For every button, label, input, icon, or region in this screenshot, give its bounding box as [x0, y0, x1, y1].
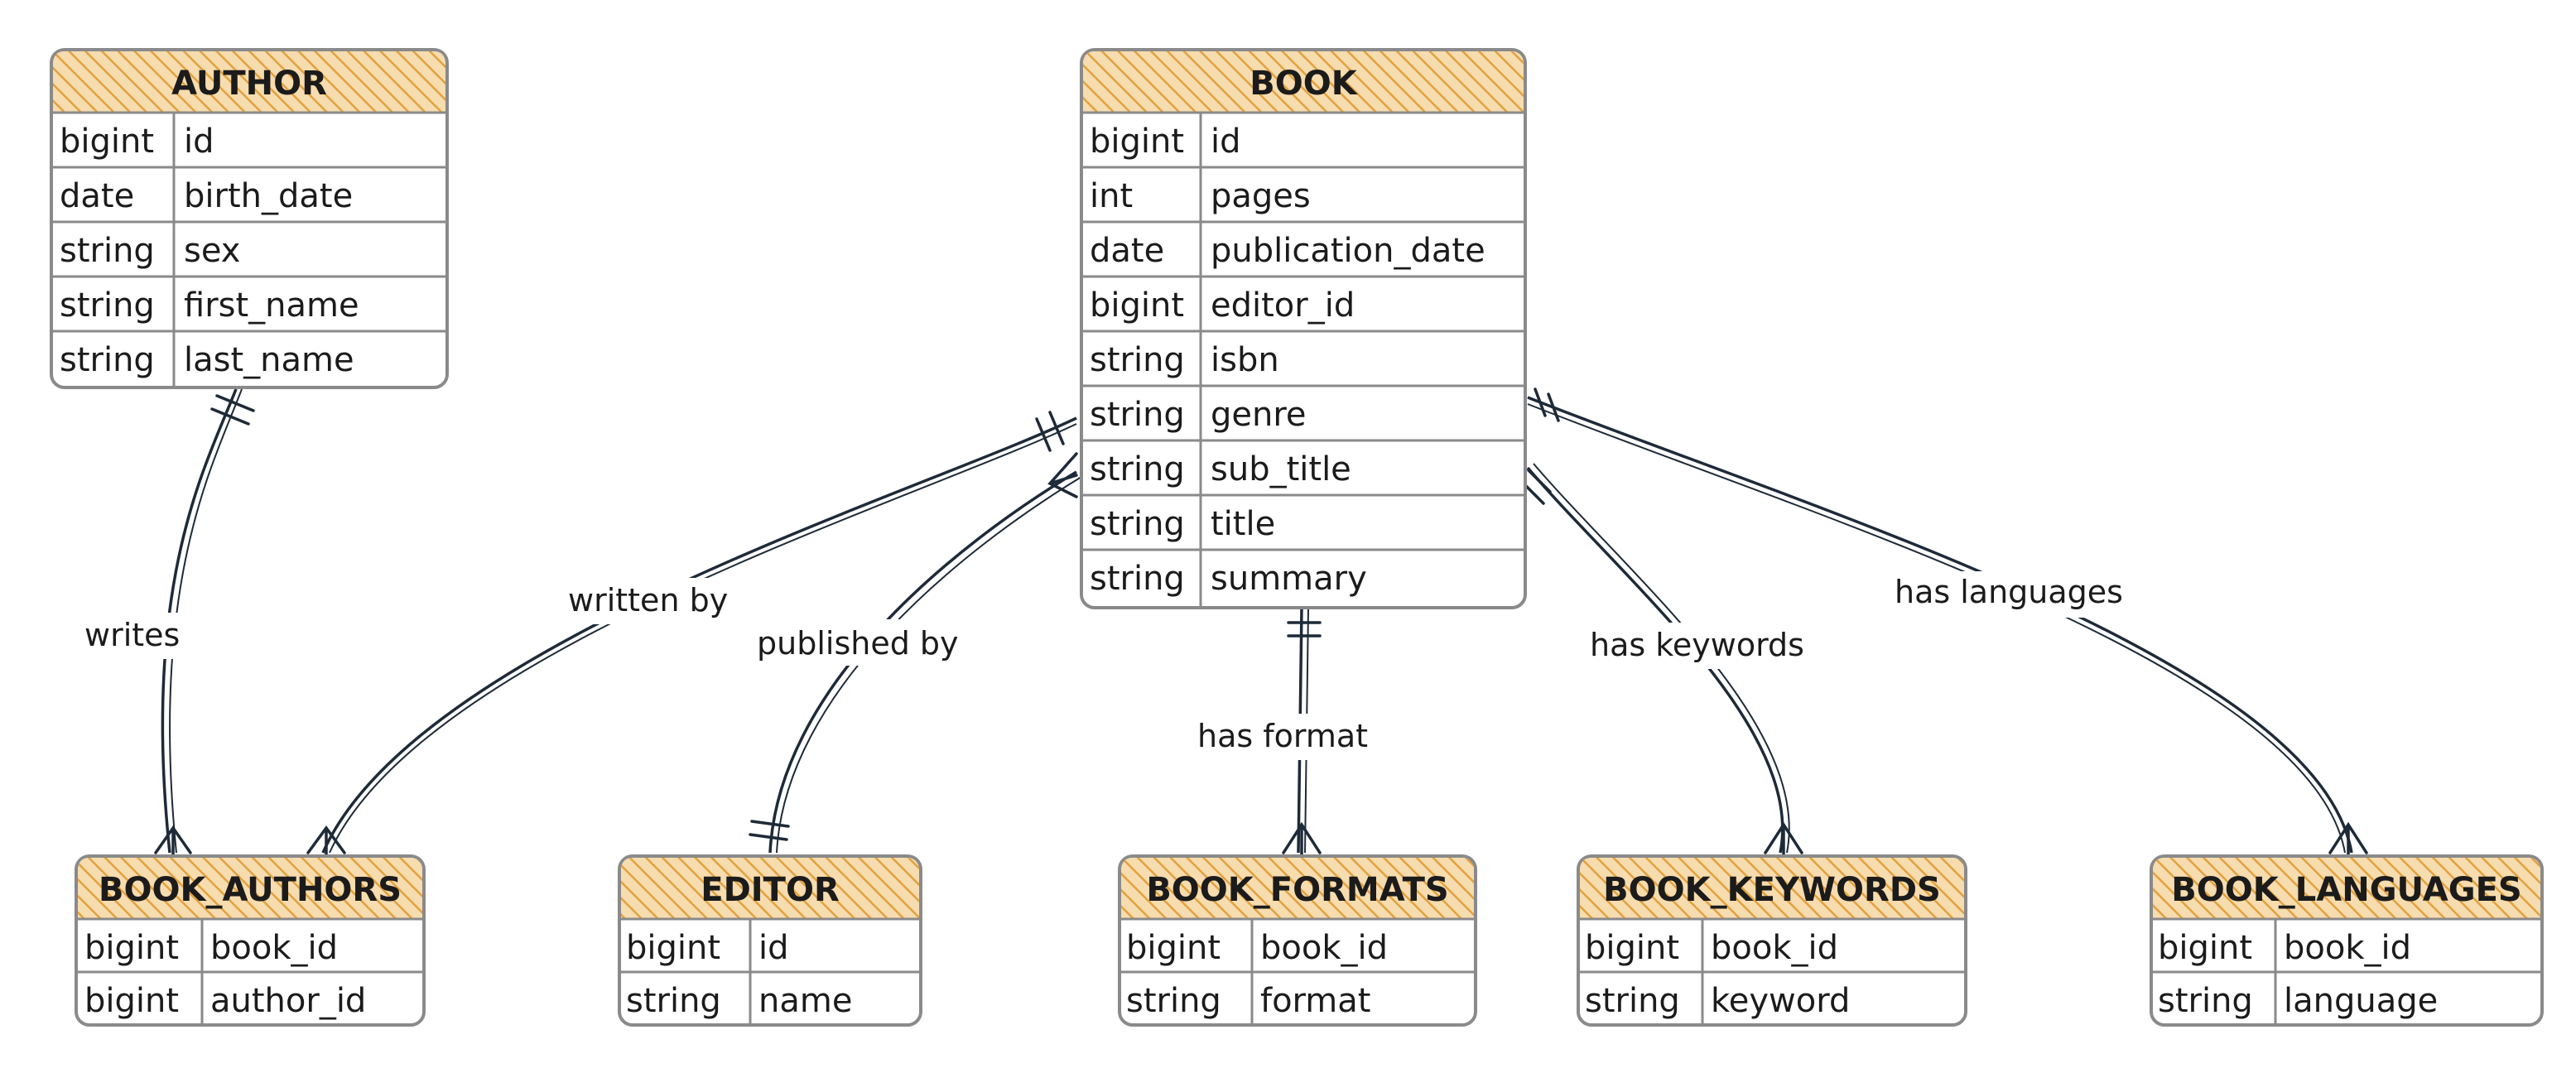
column-type: int — [1090, 177, 1133, 215]
column-name: id — [758, 929, 789, 967]
column-type: string — [60, 286, 155, 325]
column-type: bigint — [84, 929, 179, 967]
column-type: string — [1126, 982, 1221, 1020]
one-marker — [1048, 411, 1065, 445]
column-name: author_id — [210, 982, 366, 1020]
column-name: book_id — [1260, 929, 1388, 967]
one-marker — [1527, 469, 1552, 493]
column-name: pages — [1211, 177, 1311, 215]
rel-label-has-format: has format — [1197, 718, 1368, 754]
entity-book-authors[interactable]: BOOK_AUTHORS bigint book_id bigint autho… — [75, 854, 426, 1027]
relationship-labels: writes written by published by has forma… — [79, 571, 2148, 760]
entity-header — [1083, 51, 1524, 113]
column-type: bigint — [626, 929, 720, 967]
column-type: string — [1090, 450, 1185, 488]
column-type: string — [1090, 505, 1185, 543]
column-type: date — [1090, 232, 1164, 270]
column-type: bigint — [1090, 286, 1184, 325]
column-type: string — [1090, 560, 1185, 598]
column-name: id — [1211, 123, 1241, 161]
column-name: keyword — [1711, 982, 1850, 1020]
rel-label-writes: writes — [84, 617, 180, 653]
column-type: bigint — [1126, 929, 1221, 967]
entity-header — [2153, 858, 2540, 919]
entity-title: BOOK_LANGUAGES — [2171, 871, 2521, 909]
one-marker — [1534, 387, 1547, 417]
crow-foot-marker — [1764, 821, 1803, 856]
column-name: first_name — [184, 286, 359, 325]
entity-title: EDITOR — [701, 871, 840, 909]
column-type: bigint — [60, 123, 154, 161]
entity-title: BOOK_KEYWORDS — [1603, 871, 1941, 909]
entity-header — [53, 51, 445, 113]
crow-foot-marker — [2328, 821, 2368, 856]
one-marker — [210, 407, 250, 426]
entity-header — [1580, 858, 1964, 919]
entity-header — [78, 858, 422, 919]
column-name: id — [184, 123, 214, 161]
entity-author[interactable]: AUTHOR bigint id date birth_date string … — [50, 48, 449, 389]
column-name: genre — [1211, 396, 1307, 434]
entity-editor[interactable]: EDITOR bigint id string name — [618, 854, 922, 1027]
entity-header — [621, 858, 919, 919]
entity-book-languages[interactable]: BOOK_LANGUAGES bigint book_id string lan… — [2150, 854, 2544, 1027]
crow-foot-marker — [1282, 821, 1322, 856]
crow-foot-marker — [154, 825, 192, 856]
rel-label-written-by: written by — [568, 582, 728, 618]
column-name: book_id — [210, 929, 338, 967]
crow-foot-marker — [306, 825, 346, 856]
column-name: sub_title — [1211, 450, 1351, 488]
column-type: string — [626, 982, 721, 1020]
column-type: string — [1585, 982, 1680, 1020]
entity-title: BOOK — [1249, 65, 1358, 103]
column-type: bigint — [2158, 929, 2252, 967]
column-type: string — [60, 232, 155, 270]
entity-title: BOOK_AUTHORS — [99, 871, 402, 909]
entity-title: BOOK_FORMATS — [1146, 871, 1448, 909]
entity-title: AUTHOR — [171, 65, 327, 103]
column-name: summary — [1211, 560, 1367, 598]
column-name: publication_date — [1211, 232, 1485, 270]
column-name: name — [758, 982, 852, 1020]
one-marker — [750, 820, 790, 828]
entity-book-keywords[interactable]: BOOK_KEYWORDS bigint book_id string keyw… — [1577, 854, 1967, 1027]
one-marker — [749, 833, 788, 841]
column-type: bigint — [1090, 123, 1184, 161]
rel-label-has-keywords: has keywords — [1590, 627, 1804, 663]
entity-header — [1121, 858, 1474, 919]
relationship-writes[interactable] — [154, 388, 255, 856]
column-type: string — [2158, 982, 2253, 1020]
column-type: bigint — [1585, 929, 1679, 967]
column-name: sex — [184, 232, 240, 270]
column-name: format — [1260, 982, 1370, 1020]
column-type: bigint — [84, 982, 179, 1020]
column-name: book_id — [2284, 929, 2411, 967]
column-type: string — [1090, 396, 1185, 434]
one-marker — [1547, 392, 1560, 422]
column-name: last_name — [184, 341, 354, 379]
column-type: date — [60, 177, 134, 215]
entity-book-formats[interactable]: BOOK_FORMATS bigint book_id string forma… — [1118, 854, 1477, 1027]
entity-book[interactable]: BOOK bigint id int pages date publicatio… — [1080, 48, 1527, 609]
column-type: string — [1090, 341, 1185, 379]
rel-label-published-by: published by — [757, 625, 959, 662]
column-type: string — [60, 341, 155, 379]
column-name: isbn — [1211, 341, 1279, 379]
column-name: title — [1211, 505, 1275, 543]
one-marker — [215, 394, 255, 412]
column-name: book_id — [1711, 929, 1838, 967]
relationship-has-languages[interactable] — [1527, 387, 2368, 856]
crow-foot-marker — [1047, 452, 1078, 498]
column-name: editor_id — [1211, 286, 1355, 325]
rel-label-has-languages: has languages — [1895, 574, 2123, 610]
column-name: language — [2284, 982, 2438, 1020]
column-name: birth_date — [184, 177, 353, 215]
one-marker — [1035, 417, 1052, 452]
